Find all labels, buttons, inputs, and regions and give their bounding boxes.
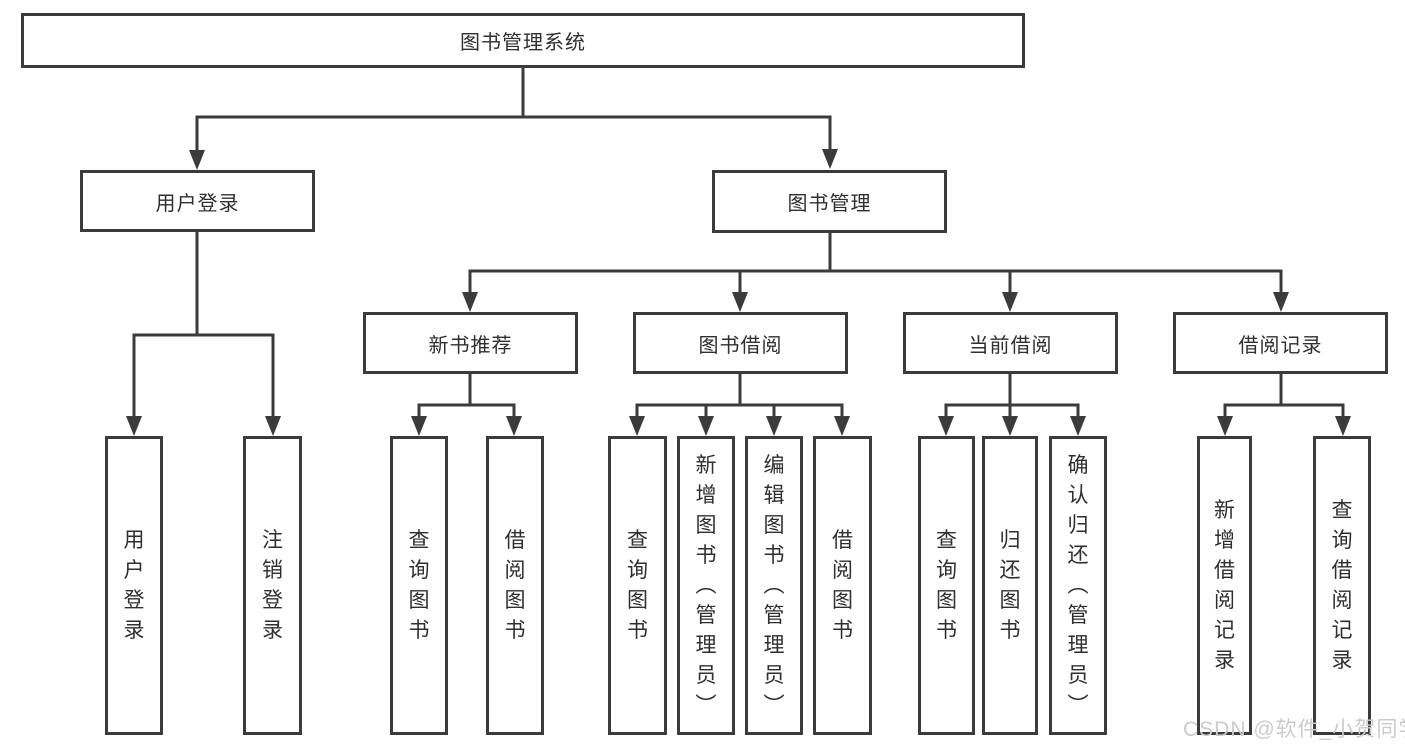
- leaf-label: 用户登录: [123, 528, 145, 642]
- watermark: CSDN @软件_小贺同学: [1183, 718, 1405, 741]
- leaf-confirm-return-admin: 确认归还︵管理员︶: [1049, 436, 1107, 735]
- leaf-label: 借阅图书: [504, 528, 526, 642]
- node-book-management: 图书管理: [712, 170, 947, 233]
- arrowheads: [126, 149, 1351, 436]
- node-label: 图书管理: [787, 193, 872, 215]
- leaf-borrow-books: 借阅图书: [813, 436, 872, 735]
- leaf-user-login: 用户登录: [105, 436, 163, 735]
- leaf-add-borrow-record: 新增借阅记录: [1197, 436, 1252, 735]
- node-label: 图书借阅: [698, 334, 783, 357]
- node-book-borrowing: 图书借阅: [633, 312, 848, 374]
- leaf-label: 编辑图书︵管理员︶: [763, 453, 785, 717]
- leaf-return-book: 归还图书: [982, 436, 1038, 735]
- leaf-borrow-books: 借阅图书: [486, 436, 544, 735]
- node-label: 新书推荐: [428, 334, 513, 357]
- node-user-login: 用户登录: [80, 170, 315, 232]
- leaf-label: 确认归还︵管理员︶: [1067, 453, 1089, 717]
- leaf-add-book-admin: 新增图书︵管理员︶: [677, 436, 735, 735]
- leaf-label: 归还图书: [999, 528, 1021, 642]
- node-label: 用户登录: [155, 192, 240, 215]
- leaf-query-books: 查询图书: [608, 436, 667, 735]
- node-borrowing-records: 借阅记录: [1173, 312, 1388, 374]
- leaf-label: 查询图书: [408, 528, 430, 642]
- leaf-logout: 注销登录: [243, 436, 302, 735]
- node-current-borrowing: 当前借阅: [903, 312, 1118, 374]
- leaf-query-borrow-record: 查询借阅记录: [1313, 436, 1371, 735]
- leaf-label: 查询图书: [936, 528, 957, 642]
- leaf-query-books: 查询图书: [390, 436, 448, 735]
- leaf-label: 借阅图书: [832, 528, 853, 642]
- leaf-label: 查询借阅记录: [1331, 498, 1353, 672]
- node-label: 借阅记录: [1238, 334, 1323, 357]
- leaf-label: 查询图书: [627, 528, 648, 642]
- node-label: 图书管理系统: [460, 32, 586, 54]
- node-book-management-system: 图书管理系统: [21, 13, 1025, 68]
- leaf-edit-book-admin: 编辑图书︵管理员︶: [745, 436, 803, 735]
- leaf-label: 新增借阅记录: [1214, 498, 1235, 672]
- node-new-book-recommendation: 新书推荐: [363, 312, 578, 374]
- node-label: 当前借阅: [968, 334, 1053, 357]
- leaf-query-books: 查询图书: [918, 436, 975, 735]
- leaf-label: 注销登录: [262, 528, 283, 642]
- leaf-label: 新增图书︵管理员︶: [695, 453, 717, 717]
